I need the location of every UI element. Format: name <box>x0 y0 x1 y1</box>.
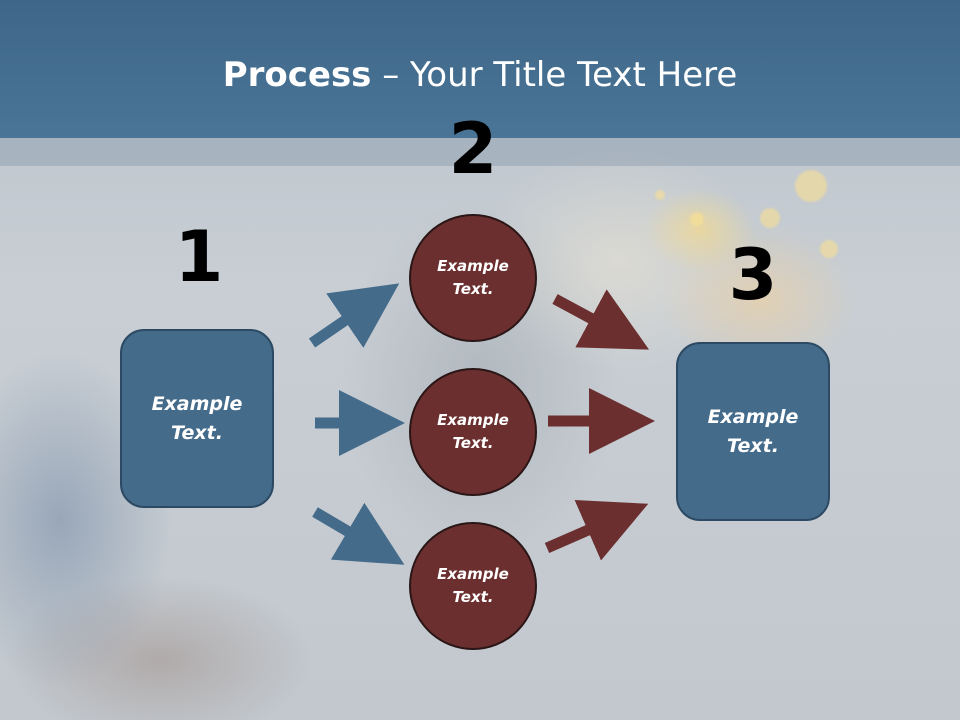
circle-bottom-text: Example Text. <box>437 565 509 606</box>
left-step-box: Example Text. <box>120 329 274 508</box>
right-box-text: Example Text. <box>707 405 799 457</box>
arrow-top-to-right <box>552 289 650 350</box>
circle-middle-text: Example Text. <box>437 411 509 452</box>
title-bold: Process <box>222 55 372 95</box>
arrow-left-to-bottom <box>312 502 405 565</box>
step-number-2: 2 <box>448 108 498 190</box>
bokeh-light <box>655 190 665 200</box>
arrow-bottom-to-right <box>544 499 649 561</box>
circle-middle: Example Text. <box>409 368 537 496</box>
step-number-1: 1 <box>174 216 224 298</box>
bokeh-light <box>760 208 780 228</box>
left-box-text: Example Text. <box>151 392 243 444</box>
circle-top: Example Text. <box>409 214 537 342</box>
step-number-3: 3 <box>728 234 778 316</box>
right-step-box: Example Text. <box>676 342 830 521</box>
bokeh-light <box>795 170 827 202</box>
header-band <box>0 0 960 138</box>
arrow-left-to-top <box>308 283 400 348</box>
bokeh-light <box>820 240 838 258</box>
header-strip <box>0 138 960 166</box>
title-rest: – Your Title Text Here <box>371 55 738 95</box>
slide-title: Process – Your Title Text Here <box>0 52 960 98</box>
circle-top-text: Example Text. <box>437 257 509 298</box>
circle-bottom: Example Text. <box>409 522 537 650</box>
bokeh-light <box>690 212 704 226</box>
